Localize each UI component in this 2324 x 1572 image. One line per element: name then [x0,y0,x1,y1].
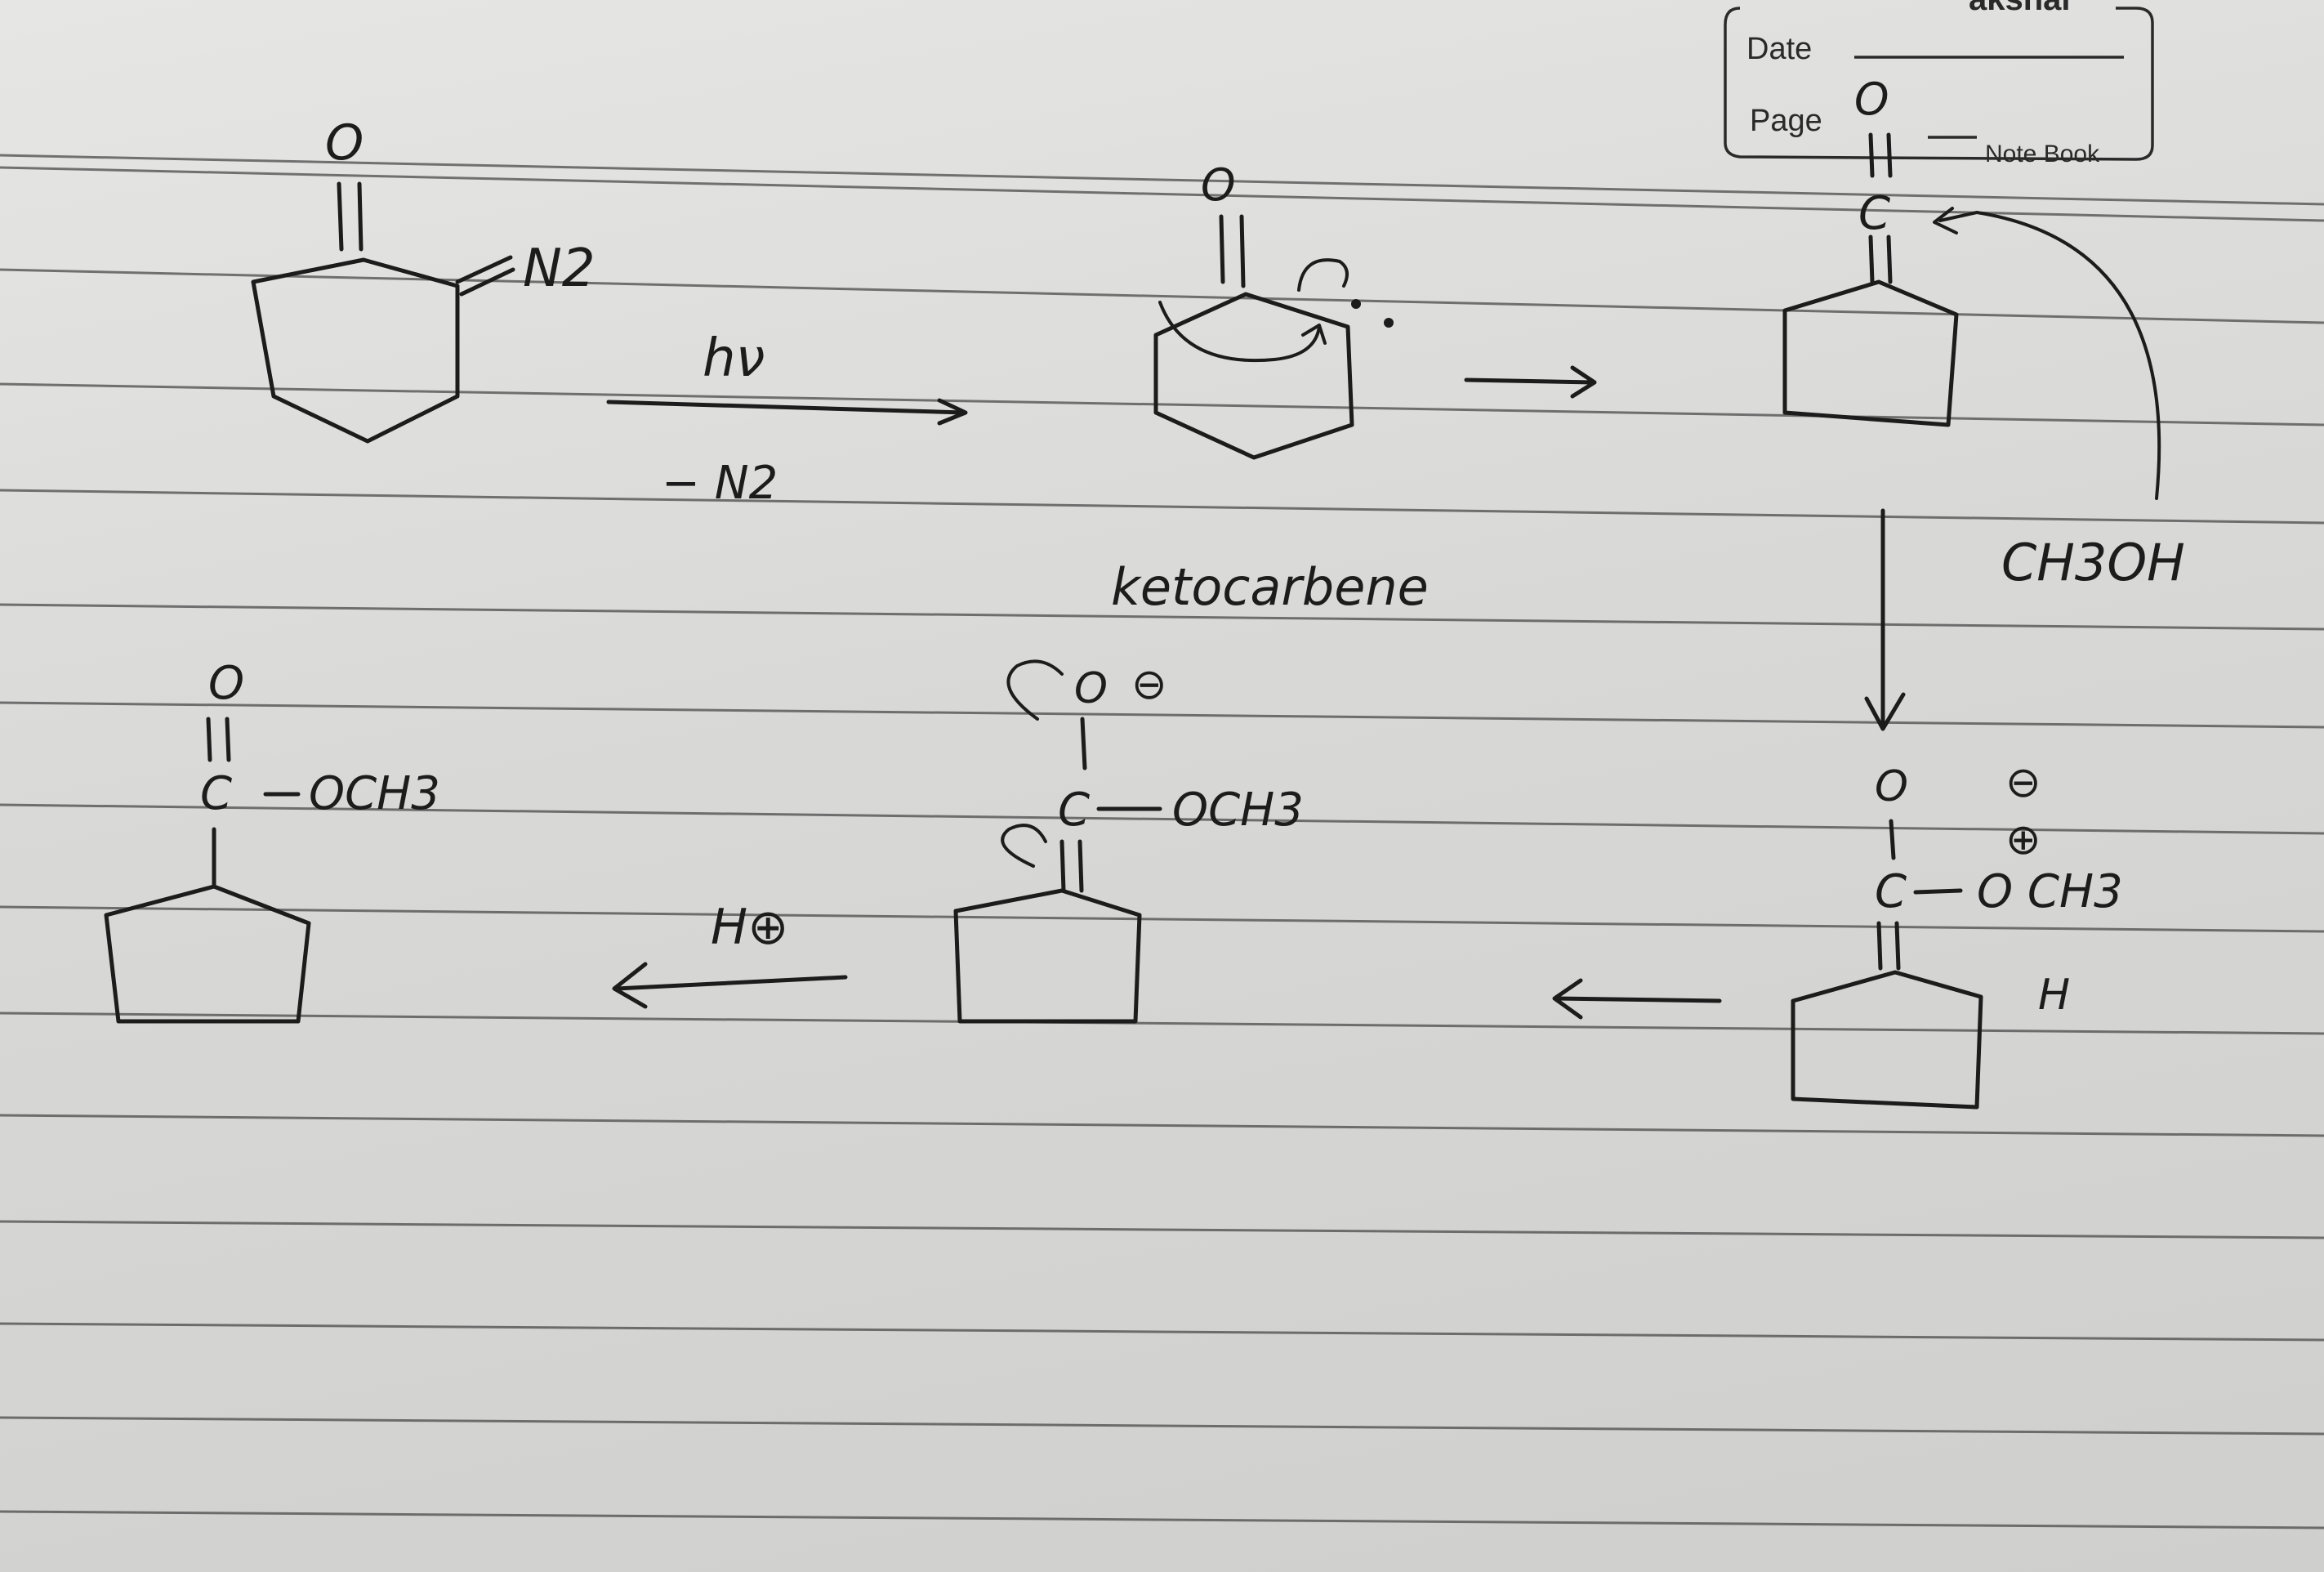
brand-text: akshar [1969,0,2074,17]
page-label: Page [1750,104,1822,138]
product-methoxy: OCH3 [309,767,440,820]
diazo-group: N2 [523,239,595,299]
nitrogen-loss: − N2 [662,457,778,510]
enolate: O ⊖ C OCH3 [953,659,1304,1024]
product-oxygen: O [208,657,244,710]
diazo-ketone: O N2 [251,114,595,444]
proton-transfer-arrow [1552,978,1722,1020]
protonation-arrow: H⊕ [612,899,848,1009]
carbonyl-oxygen: O [1201,159,1236,211]
adduct-carbon: C [1875,865,1907,918]
adduct-oxygen: O [1875,762,1908,811]
addition-arrow [1864,508,1906,731]
product-carbon: C [200,767,232,820]
hv-reagent: hν [703,328,765,389]
enolate-oxygen: O [1074,664,1108,713]
enolate-methoxy: OCH3 [1172,784,1304,837]
ketocarbene: O ketocarbene [1111,159,1429,617]
zwitterion-adduct: O ⊖ ⊕ C O CH3 H [1791,758,2123,1110]
negative-charge: ⊖ [2005,758,2041,807]
notebook-label: Note Book [1985,141,2100,167]
rearrangement-arrow [1464,365,1597,399]
adduct-hydrogen: H [2038,971,2070,1020]
ketocarbene-caption: ketocarbene [1111,557,1429,617]
ketene-oxygen: O [1854,74,1889,125]
methoxy-group: O CH3 [1977,865,2123,918]
methanol-reagent: CH3OH [2001,533,2185,592]
photolysis-arrow: hν − N2 [606,328,968,510]
enolate-carbon: C [1058,784,1090,837]
methyl-ester-product: O C OCH3 [104,657,440,1024]
carbonyl-oxygen: O [325,114,364,172]
date-label: Date [1746,32,1812,66]
enolate-negative-charge: ⊖ [1131,660,1167,709]
ketene: O C CH3OH [1782,74,2185,592]
ketene-carbon: C [1858,187,1890,240]
page-header-box: akshar Date Page Note Book [1724,0,2154,167]
positive-charge: ⊕ [2005,815,2041,864]
ruled-lines [0,154,2324,1530]
proton-reagent: H⊕ [711,899,788,956]
